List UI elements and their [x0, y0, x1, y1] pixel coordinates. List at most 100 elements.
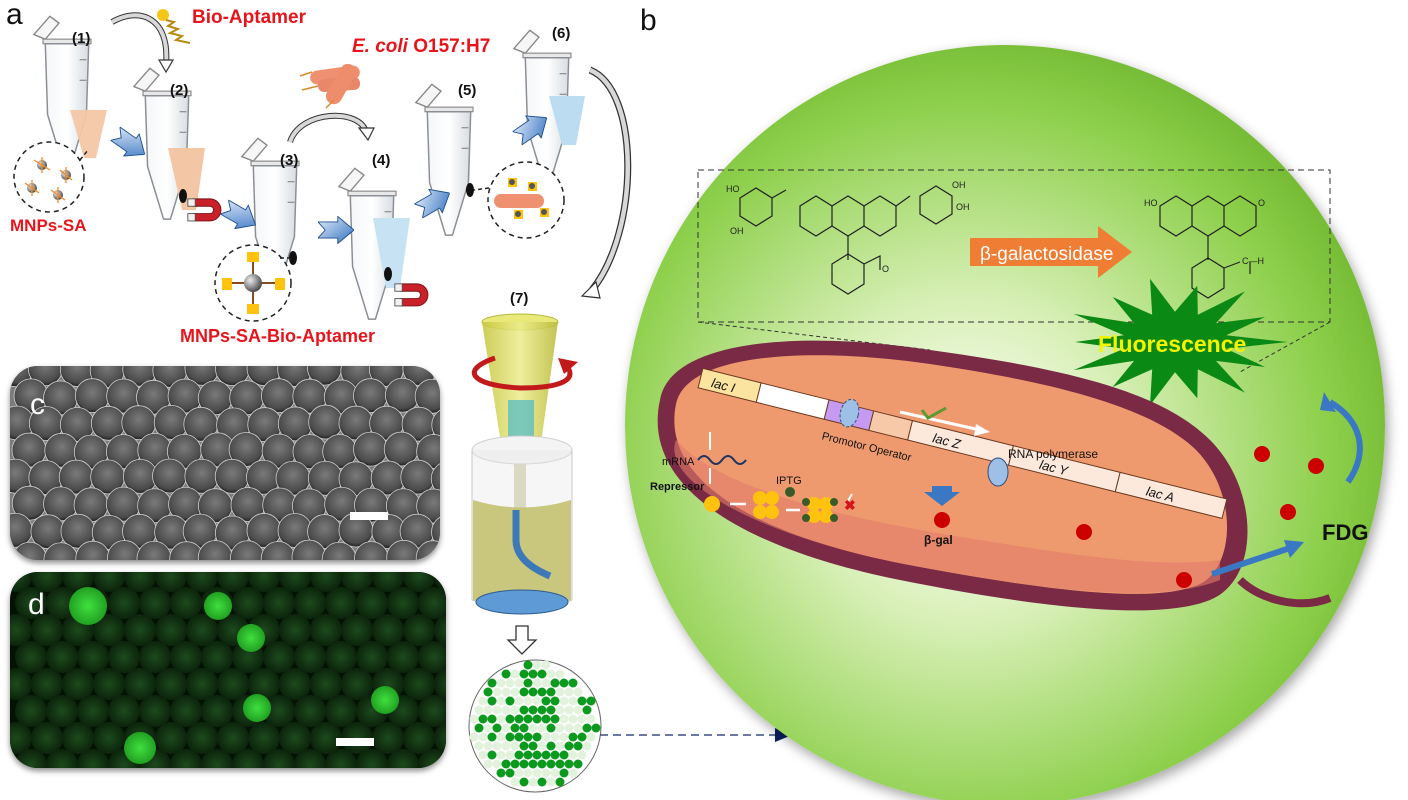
- negative-droplet: [532, 696, 542, 706]
- negative-droplet: [501, 705, 511, 715]
- chem-label: O: [1258, 198, 1265, 208]
- droplet: [353, 431, 388, 467]
- droplet-negative: [403, 722, 435, 754]
- fluorescence-burst-icon: [1073, 278, 1288, 406]
- negative-droplet: [514, 768, 524, 778]
- droplet-negative: [10, 668, 32, 700]
- negative-droplet: [501, 723, 511, 733]
- iptg-label: IPTG: [776, 475, 802, 487]
- positive-droplet: [523, 714, 533, 724]
- droplet-negative: [279, 614, 311, 646]
- repressor-label: Repressor: [650, 481, 705, 493]
- step-label-3: (3): [280, 152, 299, 169]
- release-arrow-icon: [1328, 399, 1363, 484]
- negative-droplet: [505, 750, 515, 760]
- droplet-negative: [15, 749, 47, 768]
- ecoli-bacteria-icon: [299, 63, 361, 109]
- droplet-negative: [418, 587, 446, 619]
- positive-droplet: [523, 678, 533, 688]
- brightfield-micrograph: c: [10, 366, 440, 560]
- droplet-negative: [10, 722, 32, 754]
- positive-droplet: [559, 678, 569, 688]
- droplet-negative: [341, 572, 373, 592]
- droplet-negative: [372, 614, 404, 646]
- mnps-sa-label: MNPs-SA: [10, 216, 87, 235]
- lac-i-label: lac I: [710, 375, 737, 395]
- process-arrow-icon: [318, 216, 354, 244]
- negative-droplet: [514, 696, 524, 706]
- positive-droplet: [537, 777, 547, 787]
- expression-arrow-icon: [924, 486, 960, 506]
- negative-droplet: [541, 678, 551, 688]
- positive-droplet: [501, 669, 511, 679]
- negative-droplet: [573, 687, 583, 697]
- droplet-positive: [371, 686, 399, 714]
- negative-droplet: [577, 714, 587, 724]
- negative-droplet: [555, 741, 565, 751]
- droplet-negative: [108, 695, 140, 727]
- tube-5: [415, 83, 474, 236]
- droplet-negative: [170, 749, 202, 768]
- positive-droplet: [528, 741, 538, 751]
- droplet-negative: [155, 668, 187, 700]
- beta-gal-dot: [934, 512, 950, 528]
- scale-bar: [336, 738, 374, 746]
- droplet-negative: [263, 695, 295, 727]
- droplet: [431, 516, 440, 548]
- droplet-negative: [139, 587, 171, 619]
- ecoli-species-text: E. coli: [352, 36, 408, 57]
- droplet: [416, 488, 440, 524]
- positive-droplet: [514, 732, 524, 742]
- droplet-negative: [124, 572, 156, 592]
- positive-droplet: [591, 723, 601, 733]
- droplet-negative: [372, 722, 404, 754]
- negative-droplet: [510, 669, 520, 679]
- tube-1: [33, 15, 107, 168]
- positive-droplet: [519, 687, 529, 697]
- positive-droplet: [550, 714, 560, 724]
- chem-label: C—H: [1242, 256, 1264, 266]
- droplet-negative: [325, 695, 357, 727]
- positive-droplet: [519, 723, 529, 733]
- droplet-negative: [356, 587, 388, 619]
- negative-droplet: [546, 777, 556, 787]
- positive-droplet: [546, 723, 556, 733]
- droplet-negative: [341, 614, 373, 646]
- droplet-negative: [170, 695, 202, 727]
- droplet-negative: [186, 614, 218, 646]
- scale-bar: [350, 512, 388, 520]
- tube-4: [338, 167, 410, 320]
- negative-droplet: [568, 696, 578, 706]
- droplet-negative: [310, 614, 342, 646]
- droplet-negative: [263, 587, 295, 619]
- fluorescein-structure: [1159, 195, 1257, 299]
- positive-droplet: [519, 777, 529, 787]
- droplet-negative: [372, 572, 404, 592]
- positive-droplet: [550, 696, 560, 706]
- droplet-negative: [325, 587, 357, 619]
- droplet-negative: [155, 614, 187, 646]
- collection-vial: [471, 435, 573, 615]
- gene-lac-a: [1114, 471, 1228, 520]
- positive-droplet: [564, 741, 574, 751]
- step-label-4: (4): [372, 152, 391, 169]
- mnps-sa-zoom-circle: [13, 141, 89, 213]
- droplet-negative: [139, 695, 171, 727]
- negative-droplet: [528, 777, 538, 787]
- mrna-label: mRNA: [662, 456, 695, 468]
- droplet-negative: [356, 749, 388, 768]
- positive-droplet: [582, 705, 592, 715]
- chem-label: HO: [726, 184, 740, 194]
- negative-droplet: [541, 660, 551, 670]
- positive-droplet: [546, 759, 556, 769]
- positive-droplet: [537, 759, 547, 769]
- step-label-1: (1): [72, 30, 91, 47]
- droplet-negative: [294, 587, 326, 619]
- negative-droplet: [514, 678, 524, 688]
- droplet-positive: [69, 587, 107, 625]
- droplet-negative: [93, 572, 125, 592]
- droplet-negative: [93, 722, 125, 754]
- positive-droplet: [582, 723, 592, 733]
- negative-droplet: [573, 705, 583, 715]
- droplet-negative: [170, 641, 202, 673]
